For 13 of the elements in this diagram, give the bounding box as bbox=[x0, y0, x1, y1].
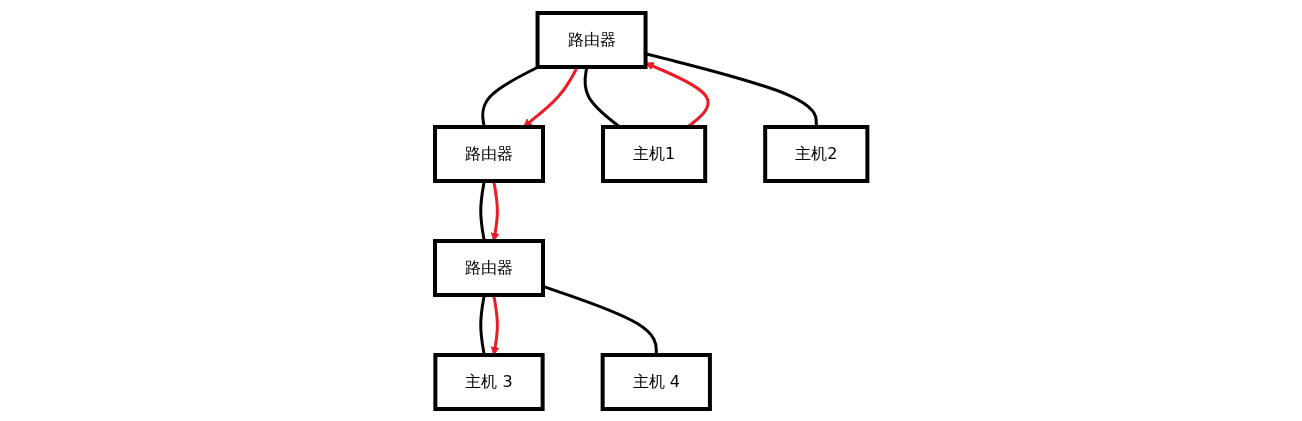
connector bbox=[479, 180, 486, 241]
node-box: 主机 4 bbox=[600, 352, 712, 411]
arrow bbox=[490, 294, 500, 355]
node-box: 主机2 bbox=[763, 124, 870, 183]
node-box: 主机1 bbox=[600, 124, 707, 183]
node-box: 路由器 bbox=[432, 124, 545, 183]
node-box: 路由器 bbox=[432, 238, 545, 297]
connector bbox=[645, 51, 818, 127]
node-box: 路由器 bbox=[535, 10, 648, 69]
connector bbox=[479, 294, 486, 355]
node-box: 主机 3 bbox=[433, 352, 545, 411]
connector bbox=[480, 65, 539, 127]
arrow bbox=[490, 180, 500, 241]
